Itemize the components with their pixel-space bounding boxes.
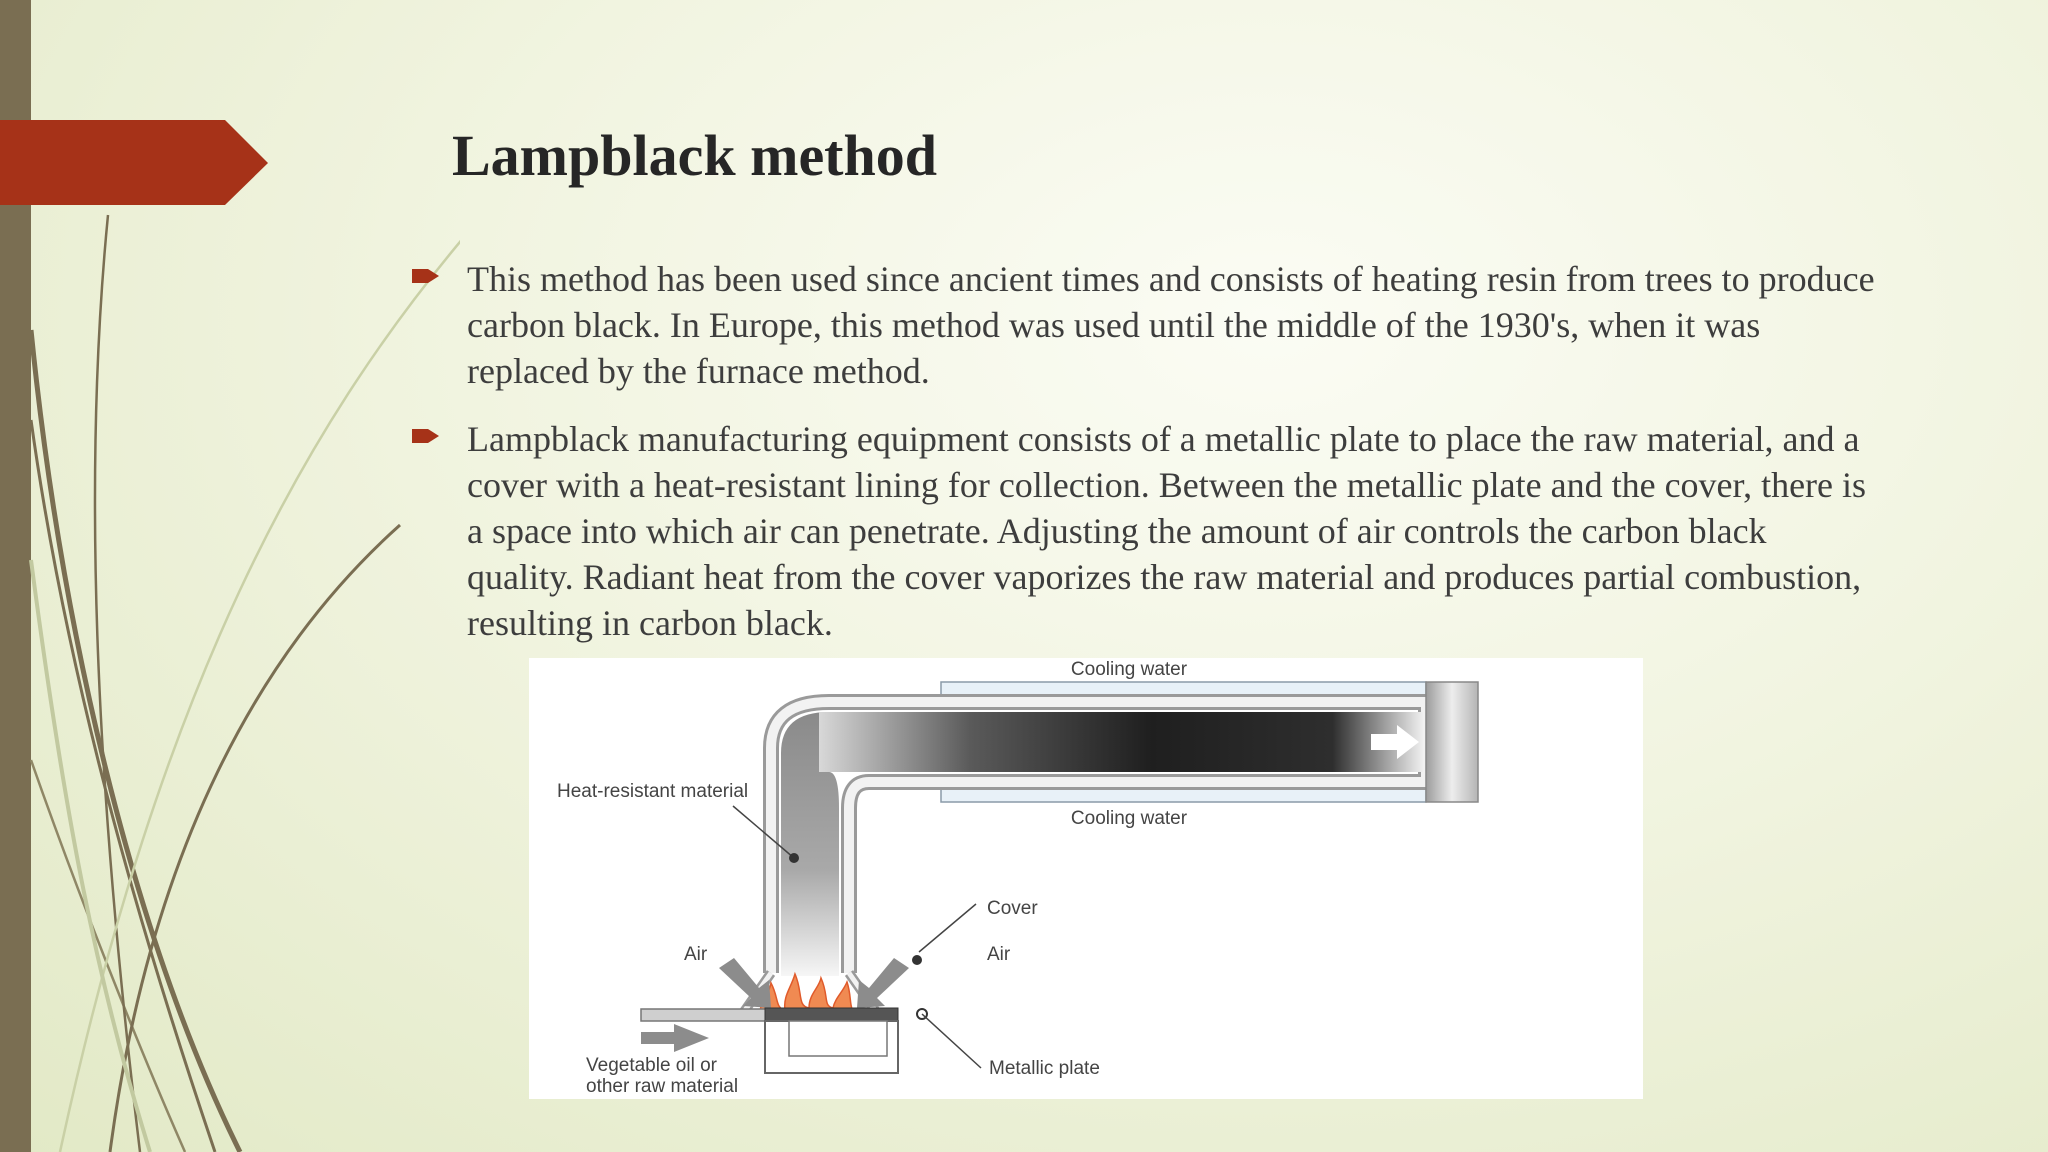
arrow-bullet-icon xyxy=(412,269,439,283)
bullet-text: This method has been used since ancient … xyxy=(467,259,1875,391)
label-cover: Cover xyxy=(987,898,1038,919)
air-arrow-right-icon xyxy=(857,958,909,1008)
label-air-right: Air xyxy=(987,944,1011,965)
label-raw-material-line1: Vegetable oil or xyxy=(586,1055,718,1076)
arrow-bullet-icon xyxy=(412,429,439,443)
title-accent-tab xyxy=(0,120,268,205)
decorative-curves xyxy=(28,214,460,1152)
label-air-left: Air xyxy=(684,944,708,965)
feed-pipe xyxy=(640,1008,774,1022)
exhaust-end-cap xyxy=(1425,681,1479,803)
label-metallic-plate: Metallic plate xyxy=(989,1058,1100,1079)
bullet-list: This method has been used since ancient … xyxy=(412,256,1882,668)
lampblack-apparatus-diagram: Cooling water Cooling water Heat-resista… xyxy=(529,658,1643,1099)
bullet-item: This method has been used since ancient … xyxy=(412,256,1882,394)
flow-arrow-icon xyxy=(1371,725,1419,759)
metallic-plate xyxy=(764,1007,899,1022)
label-raw-material-line2: other raw material xyxy=(586,1076,738,1097)
bullet-text: Lampblack manufacturing equipment consis… xyxy=(467,419,1867,643)
bullet-item: Lampblack manufacturing equipment consis… xyxy=(412,416,1882,646)
slide-title: Lampblack method xyxy=(452,123,938,188)
air-arrow-left-icon xyxy=(719,958,771,1008)
raw-material-arrow-icon xyxy=(641,1024,709,1052)
label-heat-resistant-material: Heat-resistant material xyxy=(557,781,748,802)
label-cooling-water-bottom: Cooling water xyxy=(1071,808,1188,829)
label-cooling-water-top: Cooling water xyxy=(1071,659,1188,680)
